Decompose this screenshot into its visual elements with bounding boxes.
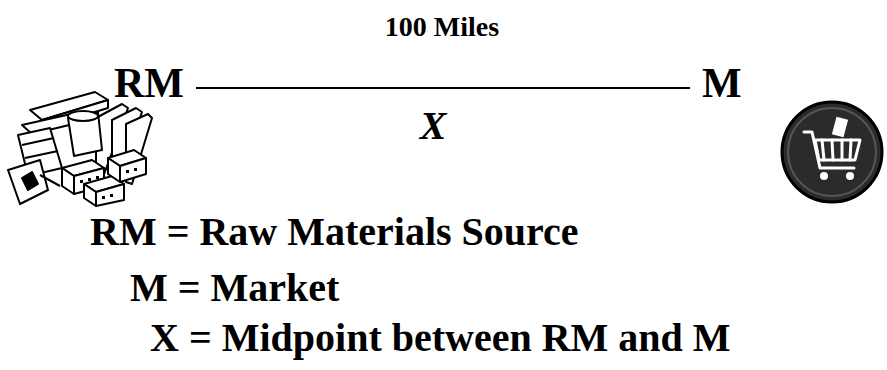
materials-clipart [8,92,152,206]
distance-line [196,87,690,89]
key-text: M = Market [130,266,339,310]
key-text: RM = Raw Materials Source [90,210,579,254]
midpoint-label: X [420,104,447,148]
endpoint-label: RM [114,60,184,106]
endpoint-label: M [702,60,742,106]
distance-label: 100 Miles [385,12,499,43]
key-text: X = Midpoint between RM and M [150,316,731,360]
cart-icon [782,102,882,202]
